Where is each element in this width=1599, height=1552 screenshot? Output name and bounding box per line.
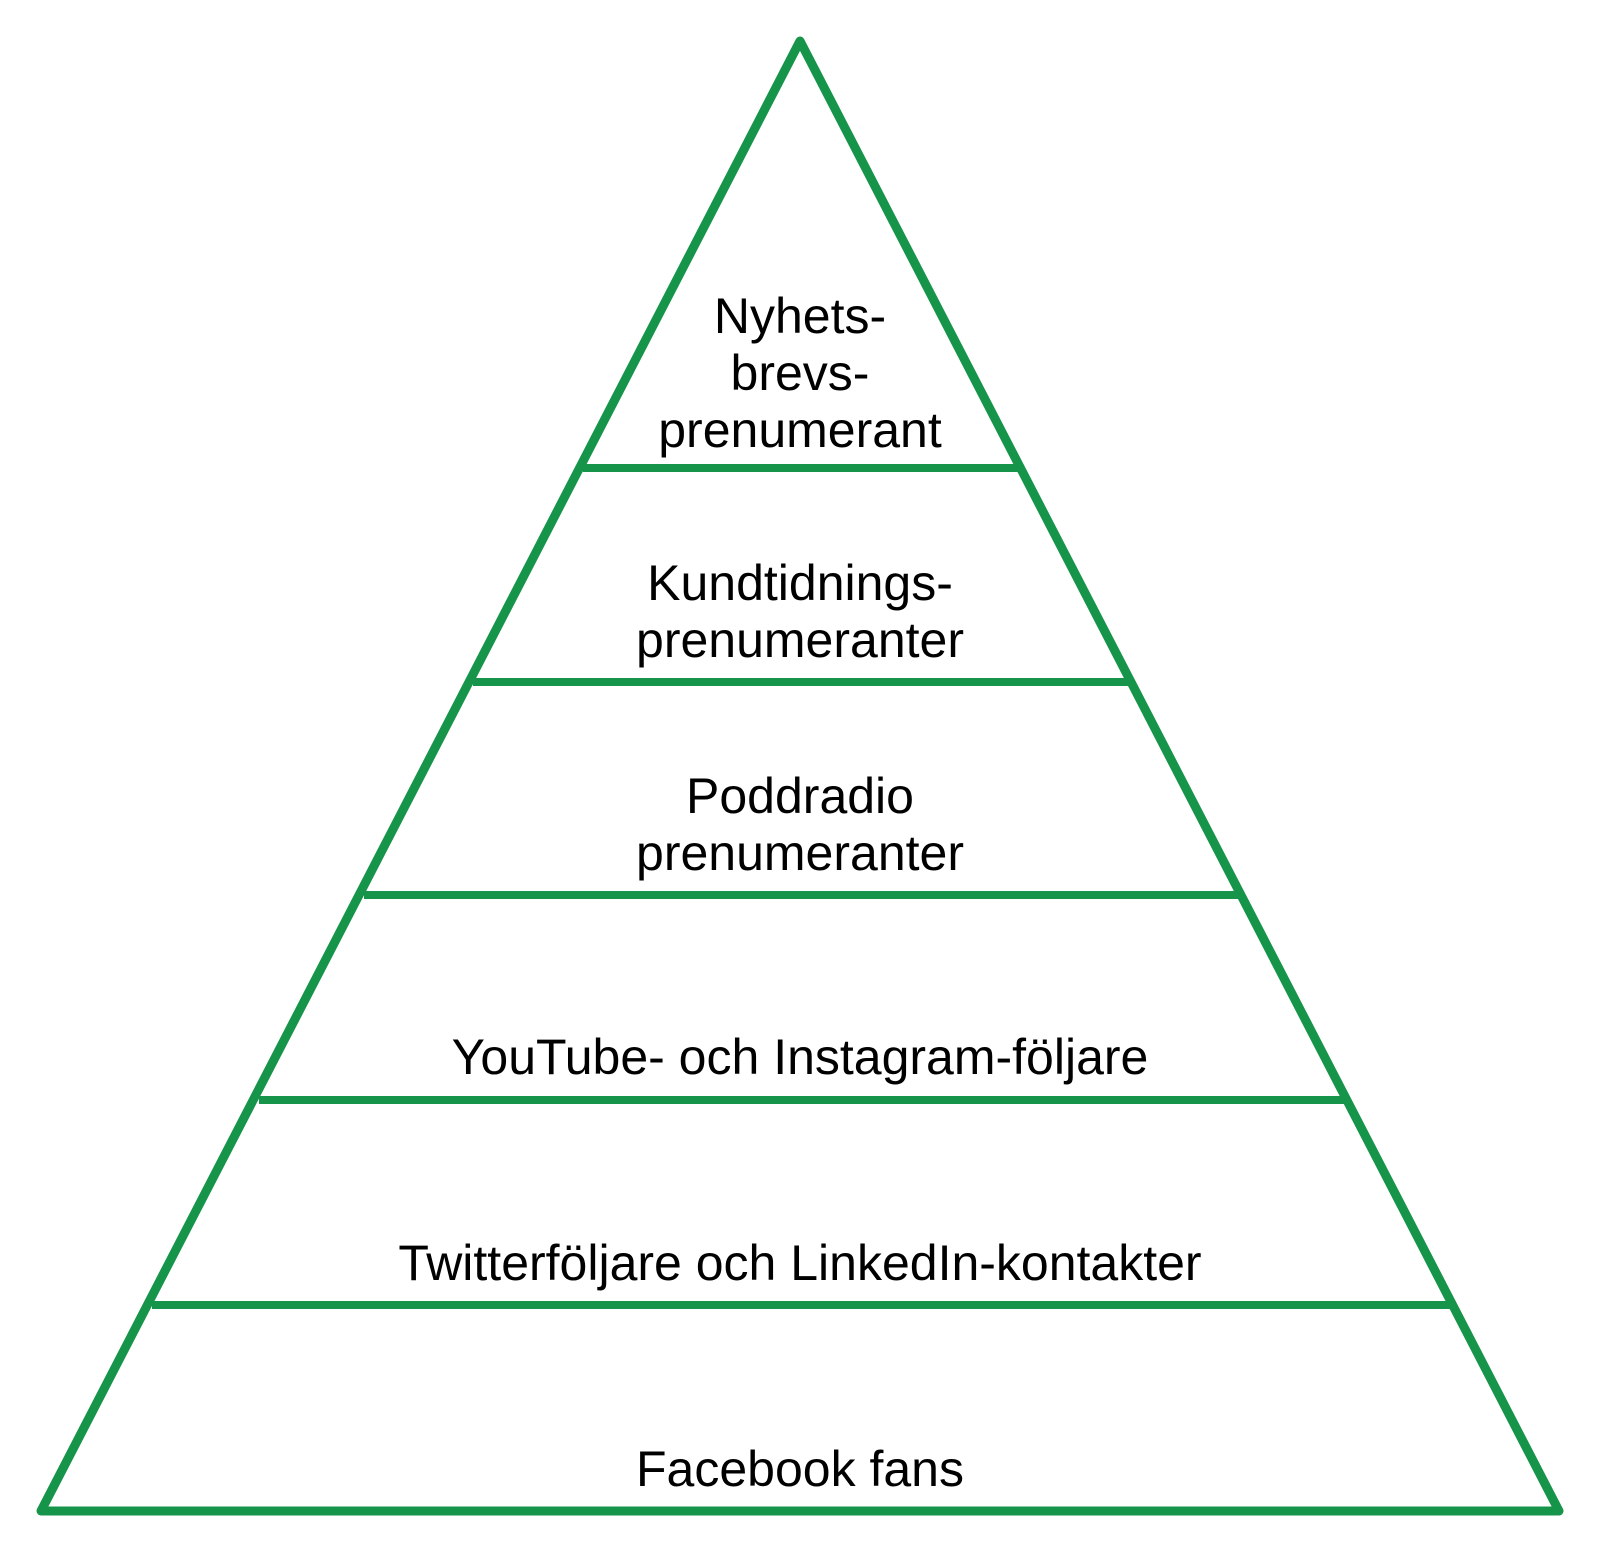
tier-twitter-linkedin: Twitterföljare och LinkedIn-kontakter <box>398 1235 1201 1291</box>
tier-label-line: Nyhets- <box>714 288 886 344</box>
tier-label-line: Facebook fans <box>636 1441 964 1497</box>
tier-newsletter: Nyhets- brevs- prenumerant <box>658 288 942 458</box>
tier-label-line: YouTube- och Instagram-följare <box>452 1029 1149 1085</box>
tier-facebook: Facebook fans <box>636 1441 964 1497</box>
tier-label-line: brevs- <box>731 345 870 401</box>
tier-label-line: Twitterföljare och LinkedIn-kontakter <box>398 1235 1201 1291</box>
tier-label-line: Kundtidnings- <box>647 555 953 611</box>
tier-youtube-instagram: YouTube- och Instagram-följare <box>452 1029 1149 1085</box>
tier-label-line: prenumeranter <box>636 612 964 668</box>
tier-label-line: prenumeranter <box>636 825 964 881</box>
tier-label-line: Poddradio <box>686 768 914 824</box>
tier-customer-magazine: Kundtidnings- prenumeranter <box>636 555 964 668</box>
tier-label-line: prenumerant <box>658 402 942 458</box>
tier-podcast: Poddradio prenumeranter <box>636 768 964 881</box>
pyramid-outline <box>36 36 1564 1516</box>
